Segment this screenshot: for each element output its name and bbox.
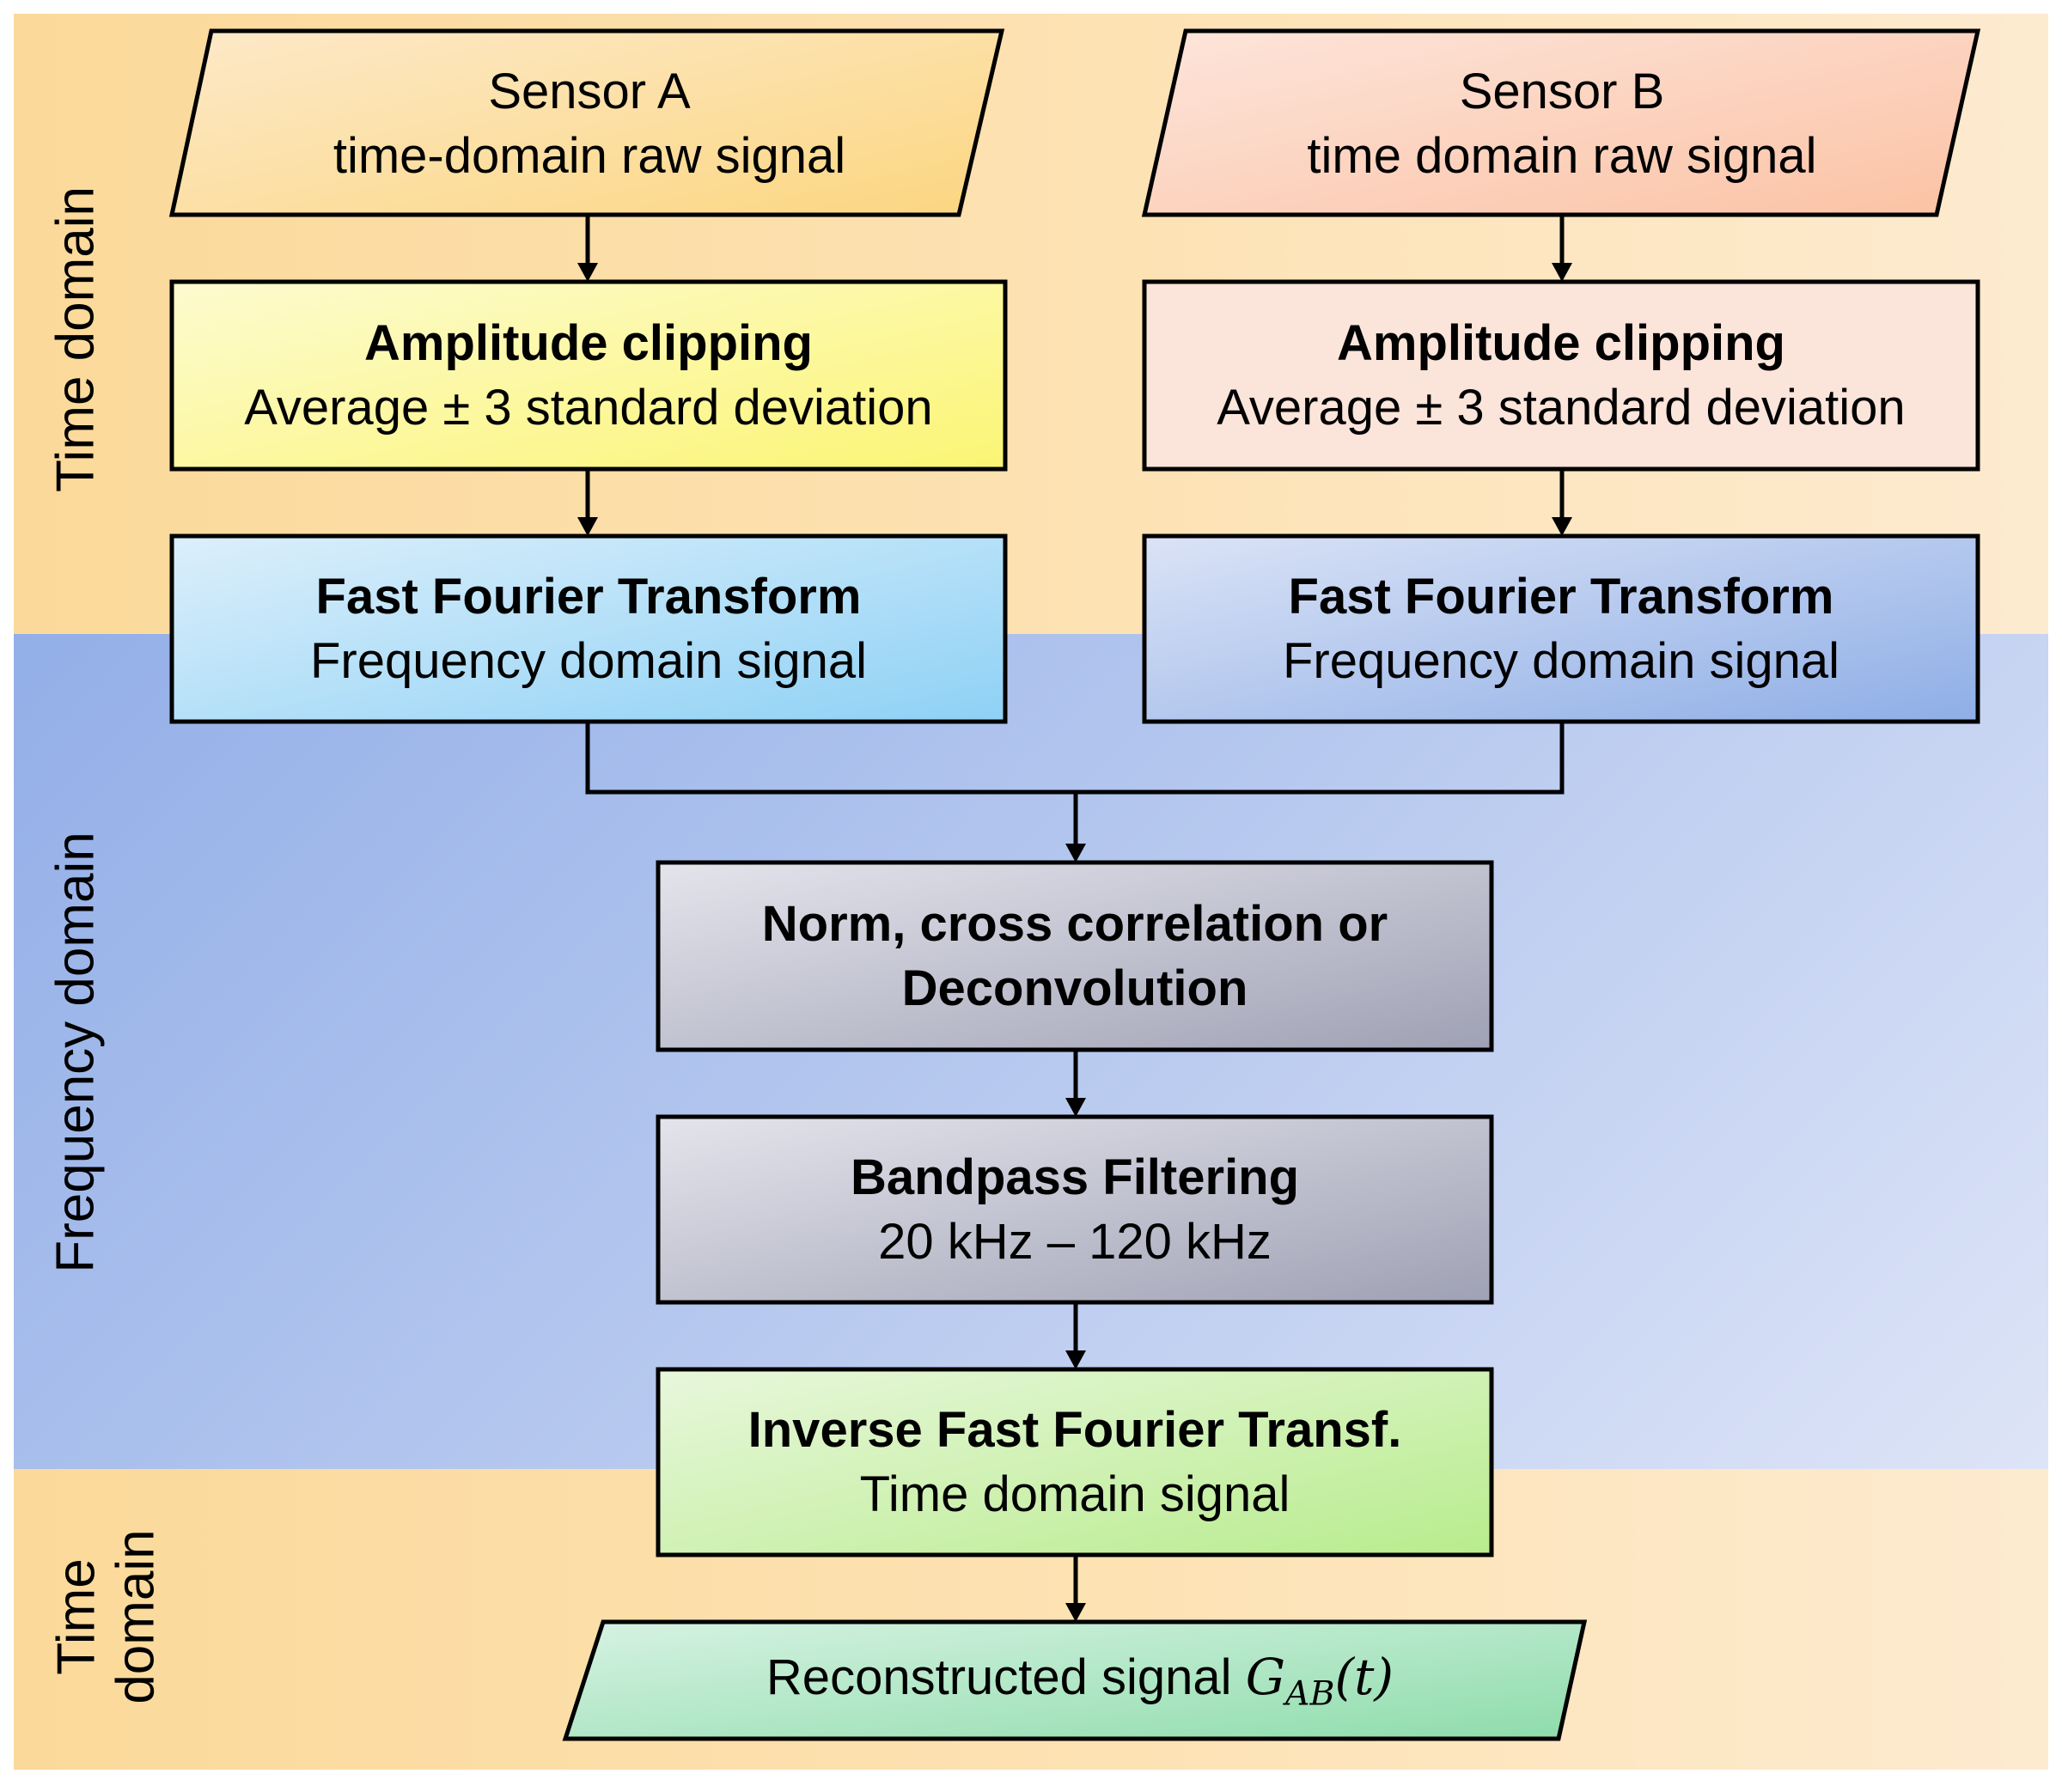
correlation-shape (656, 860, 1494, 1052)
output-box: Reconstructed signal GAB(t) (593, 1622, 1567, 1739)
fft-a-subtitle: Frequency domain signal (309, 633, 868, 689)
arrowhead-b-2 (1552, 517, 1572, 536)
fft-b-box: Fast Fourier Transform Frequency domain … (1144, 536, 1978, 722)
ifft-subtitle: Time domain signal (859, 1466, 1290, 1522)
arrowhead-3 (1065, 844, 1086, 862)
arrowhead-b-1 (1552, 263, 1572, 282)
clipping-b-subtitle: Average ± 3 standard deviation (1217, 380, 1906, 436)
arrowhead-a-1 (577, 263, 598, 282)
clipping-b-shape (1142, 279, 1980, 472)
correlation-box: Norm, cross correlation or Deconvolution (658, 862, 1492, 1050)
output-text: Reconstructed signal (766, 1649, 1232, 1705)
clipping-a-box: Amplitude clipping Average ± 3 standard … (172, 282, 1005, 469)
clipping-a-title: Amplitude clipping (364, 314, 813, 371)
sensor-b-input: Sensor B time domain raw signal (1184, 40, 1940, 208)
sensor-b-input-shape (1141, 28, 1981, 217)
fft-a-title: Fast Fourier Transform (315, 568, 862, 625)
sensor-a-title: Sensor A (488, 63, 691, 119)
fft-b-shape (1142, 533, 1980, 724)
arrowhead-5 (1065, 1350, 1086, 1369)
clipping-a-subtitle: Average ± 3 standard deviation (244, 380, 933, 436)
bandpass-title: Bandpass Filtering (850, 1149, 1300, 1205)
sensor-b-subtitle: time domain raw signal (1307, 128, 1817, 184)
output-formula: GAB(t) (1245, 1647, 1394, 1714)
clipping-b-title: Amplitude clipping (1337, 314, 1785, 371)
sensor-a-subtitle: time-domain raw signal (332, 128, 846, 184)
correlation-line1: Norm, cross correlation or (761, 895, 1388, 952)
sensor-a-input-shape (168, 28, 1005, 217)
bandpass-shape (656, 1114, 1494, 1305)
bandpass-subtitle: 20 kHz – 120 kHz (878, 1214, 1272, 1270)
output-subscript: AB (1285, 1673, 1335, 1714)
arrowhead-a-2 (577, 517, 598, 536)
ifft-title: Inverse Fast Fourier Transf. (747, 1401, 1402, 1458)
output-label: Reconstructed signal GAB(t) (766, 1645, 1394, 1716)
fft-b-title: Fast Fourier Transform (1288, 568, 1834, 625)
ifft-shape (656, 1367, 1494, 1557)
sensor-a-input: Sensor A time-domain raw signal (211, 40, 967, 208)
correlation-line2: Deconvolution (901, 960, 1248, 1016)
bandpass-box: Bandpass Filtering 20 kHz – 120 kHz (658, 1117, 1492, 1302)
output-shape (562, 1619, 1588, 1741)
ifft-box: Inverse Fast Fourier Transf. Time domain… (658, 1369, 1492, 1555)
clipping-a-shape (169, 279, 1008, 472)
arrowhead-4 (1065, 1098, 1086, 1117)
output-symbol: G (1245, 1647, 1286, 1706)
arrowhead-6 (1065, 1603, 1086, 1622)
merge-connector (585, 722, 1565, 795)
clipping-b-box: Amplitude clipping Average ± 3 standard … (1144, 282, 1978, 469)
fft-b-subtitle: Frequency domain signal (1282, 633, 1840, 689)
fft-a-box: Fast Fourier Transform Frequency domain … (172, 536, 1005, 722)
sensor-b-title: Sensor B (1459, 63, 1665, 119)
output-argument: (t) (1334, 1647, 1394, 1706)
fft-a-shape (169, 533, 1008, 724)
